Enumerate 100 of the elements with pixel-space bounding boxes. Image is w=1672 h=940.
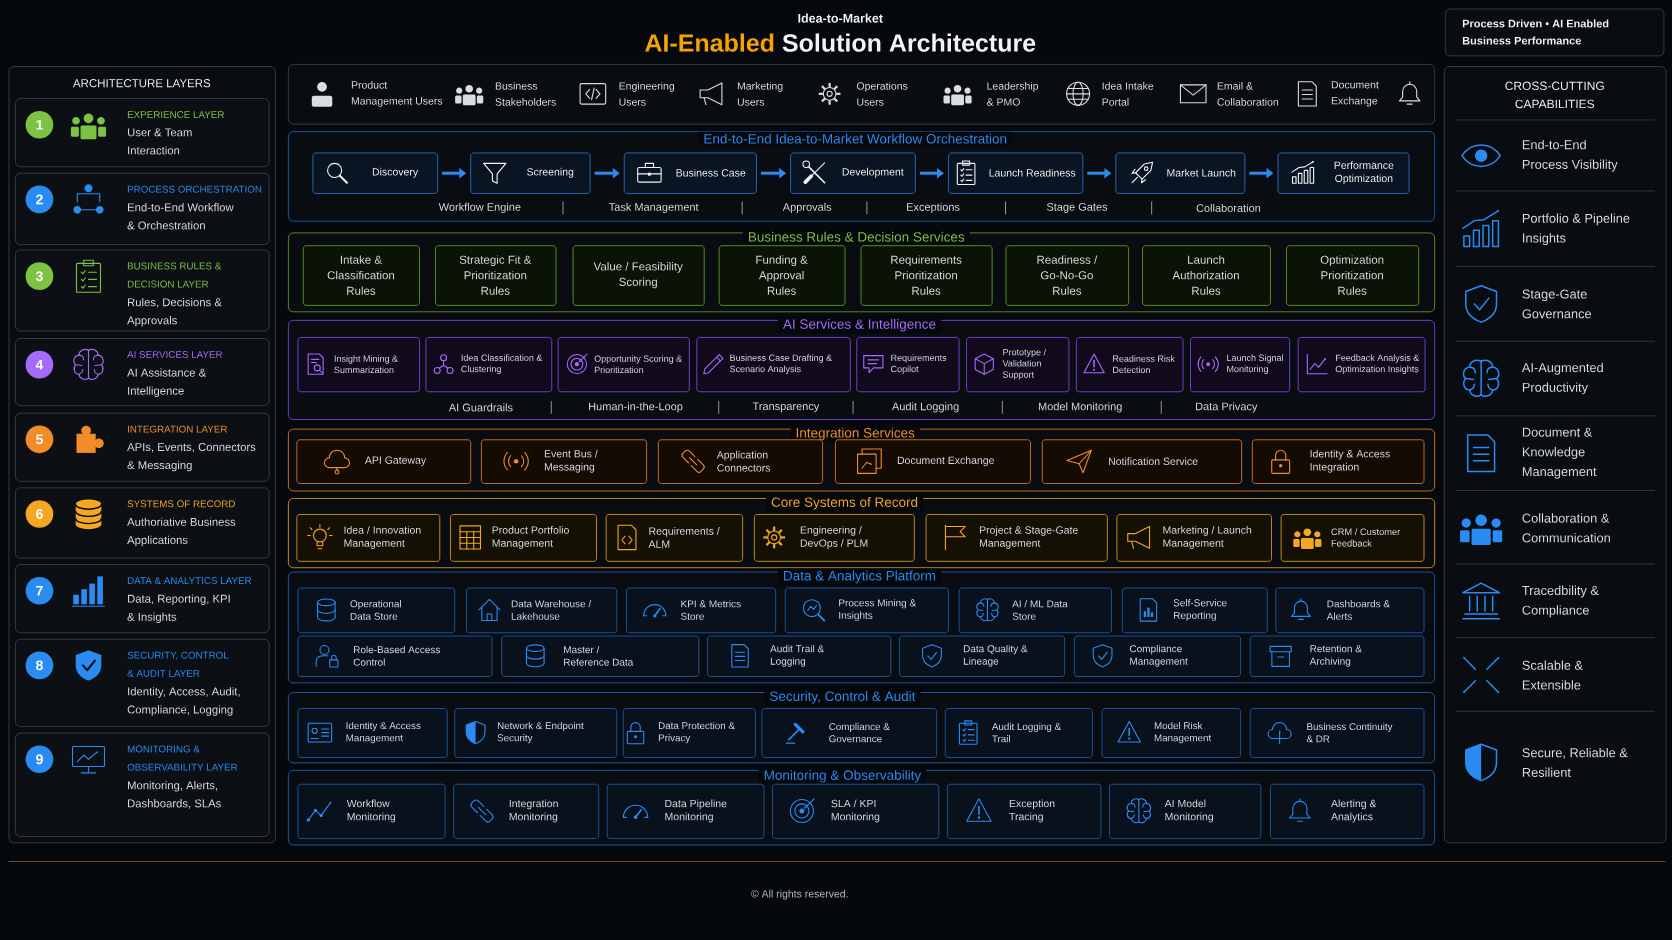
user-label: Document Exchange	[1331, 80, 1379, 107]
ai-service-box: Business Case Drafting & Scenario Analysis	[696, 336, 851, 392]
data-service-box: Audit Trail & Logging	[706, 635, 892, 677]
stage-box: Screening	[470, 152, 591, 194]
layer-description: APIs, Events, Connectors & Messaging	[127, 442, 256, 472]
integration-box: Event Bus / Messaging	[480, 439, 648, 484]
data-service-box: Data Warehouse / Lakehouse	[466, 587, 618, 633]
ai-service-box: Requirements Copilot	[856, 336, 960, 392]
stage-box: Market Launch	[1115, 152, 1246, 194]
stage-box: Launch Readiness	[947, 152, 1084, 194]
system-box: Engineering / DevOps / PLM	[753, 513, 915, 562]
layer-heading: MONITORING & OBSERVABILITY LAYER	[127, 745, 238, 771]
user-label: Email & Collaboration	[1217, 81, 1279, 106]
capability-label: AI-Augmented Productivity	[1521, 362, 1603, 395]
feature-label: Exceptions	[907, 202, 960, 213]
user-label: Product Management Users	[351, 80, 443, 107]
stage-box: Performance Optimization	[1277, 152, 1410, 194]
monitoring-box: Data Pipeline Monitoring	[606, 783, 765, 839]
ai-service-box: Insight Mining & Summarization	[297, 336, 420, 392]
stage-box: Development	[790, 152, 916, 194]
security-box: Identity & Access Management	[297, 707, 448, 758]
layer-description: User & Team Interaction	[127, 128, 192, 155]
monitoring-box: Workflow Monitoring	[297, 783, 446, 839]
integration-box: Notification Service	[1041, 439, 1243, 484]
data-service-box: KPI & Metrics Store	[625, 587, 777, 633]
feature-label: Human-in-the-Loop	[589, 401, 683, 413]
feature-label: Data Privacy	[1196, 401, 1258, 413]
layer-description: Data, Reporting, KPI & Insights	[127, 594, 230, 623]
layer-heading: BUSINESS RULES & DECISION LAYER	[127, 262, 222, 288]
layer-description: Rules, Decisions & Approvals	[127, 297, 222, 327]
system-box: Requirements / ALM	[605, 513, 744, 562]
feature-label: Collaboration	[1196, 203, 1261, 212]
stage-box: Business Case	[623, 152, 757, 194]
data-service-box: Master / Reference Data	[501, 635, 700, 677]
ai-service-box: Opportunity Scoring & Prioritization	[557, 336, 690, 392]
layer-heading: AI SERVICES LAYER	[127, 350, 223, 358]
data-service-box: Dashboards & Alerts	[1275, 587, 1425, 633]
integration-box: Document Exchange	[834, 439, 1031, 484]
system-box: Product Portfolio Management	[450, 513, 597, 562]
integration-box: API Gateway	[296, 439, 472, 484]
user-label: Business Stakeholders	[495, 81, 556, 106]
integration-box: Identity & Access Integration	[1251, 439, 1425, 484]
system-box: CRM / Customer Feedback	[1280, 513, 1425, 562]
data-service-box: Self-Service Reporting	[1121, 587, 1268, 633]
feature-label: Model Monitoring	[1038, 401, 1122, 413]
capability-label: Stage-Gate Governance	[1522, 289, 1592, 319]
data-service-box: AI / ML Data Store	[958, 587, 1112, 633]
user-label: Operations Users	[856, 81, 908, 106]
data-service-box: Compliance Management	[1073, 635, 1242, 677]
title: AI-Enabled Solution Architecture	[645, 33, 1036, 52]
user-label: Leadership & PMO	[986, 81, 1039, 106]
layer-heading: INTEGRATION LAYER	[128, 425, 227, 433]
integration-box: Application Connectors	[657, 439, 824, 484]
subtitle: Idea-to-Market	[798, 13, 883, 23]
layer-description: Monitoring, Alerts, Dashboards, SLAs	[128, 780, 221, 809]
monitoring-box: AI Model Monitoring	[1109, 783, 1262, 839]
copyright-notice: © All rights reserved.	[751, 889, 848, 900]
layer-description: AI Assistance & Intelligence	[127, 368, 207, 397]
user-label: Marketing Users	[737, 81, 783, 106]
monitoring-box: Integration Monitoring	[453, 783, 600, 839]
user-label: Idea Intake Portal	[1102, 81, 1154, 106]
ai-service-box: Readiness Risk Detection	[1075, 336, 1184, 392]
system-box: Project & Stage-Gate Management	[925, 513, 1108, 562]
capability-label: Portfolio & Pipeline Insights	[1522, 213, 1630, 245]
feature-label: Audit Logging	[891, 401, 959, 413]
security-box: Model Risk Management	[1101, 707, 1242, 758]
ai-service-box: Idea Classification & Clustering	[425, 336, 553, 392]
feature-label: Transparency	[752, 402, 820, 412]
data-service-box: Retention & Archiving	[1249, 635, 1425, 677]
system-box: Idea / Innovation Management	[296, 513, 441, 562]
feature-label: Stage Gates	[1046, 202, 1108, 213]
layer-heading: PROCESS ORCHESTRATION	[127, 185, 262, 193]
capability-label: Secure, Reliable & Resilient	[1522, 747, 1628, 777]
security-box: Business Continuity & DR	[1249, 707, 1425, 758]
ai-service-box: Prototype / Validation Support	[966, 336, 1070, 392]
data-service-box: Operational Data Store	[297, 587, 456, 633]
monitoring-box: Exception Tracing	[946, 783, 1102, 839]
layer-heading: EXPERIENCE LAYER	[127, 110, 224, 118]
feature-label: Workflow Engine	[438, 202, 521, 213]
capability-label: Collaboration & Communication	[1522, 513, 1610, 543]
user-label: Engineering Users	[619, 81, 675, 106]
security-box: Network & Endpoint Security	[454, 707, 618, 758]
feature-label: Approvals	[782, 202, 832, 213]
data-service-box: Role-Based Access Control	[297, 635, 493, 677]
data-service-box: Data Quality & Lineage	[898, 635, 1066, 677]
panel-heading: CROSS-CUTTING CAPABILITIES	[1505, 81, 1604, 108]
panel-heading: ARCHITECTURE LAYERS	[72, 78, 211, 87]
capability-label: Scalable & Extensible	[1522, 660, 1583, 690]
layer-heading: SECURITY, CONTROL & AUDIT LAYER	[127, 651, 229, 677]
data-service-box: Process Mining & Insights	[784, 587, 949, 633]
feature-label: Task Management	[609, 202, 699, 213]
layer-description: Identity, Access, Audit, Compliance, Logging	[127, 686, 240, 716]
monitoring-box: Alerting & Analytics	[1270, 783, 1425, 839]
security-box: Audit Logging & Trail	[944, 707, 1093, 758]
layer-description: End-to-End Workflow & Orchestration	[127, 202, 234, 230]
layer-heading: DATA & ANALYTICS LAYER	[127, 576, 252, 584]
capability-label: Tracedbility & Compliance	[1522, 585, 1599, 617]
capability-label: End-to-End Process Visibility	[1522, 139, 1618, 172]
security-box: Compliance & Governance	[761, 707, 938, 758]
stage-box: Discovery	[312, 152, 439, 194]
